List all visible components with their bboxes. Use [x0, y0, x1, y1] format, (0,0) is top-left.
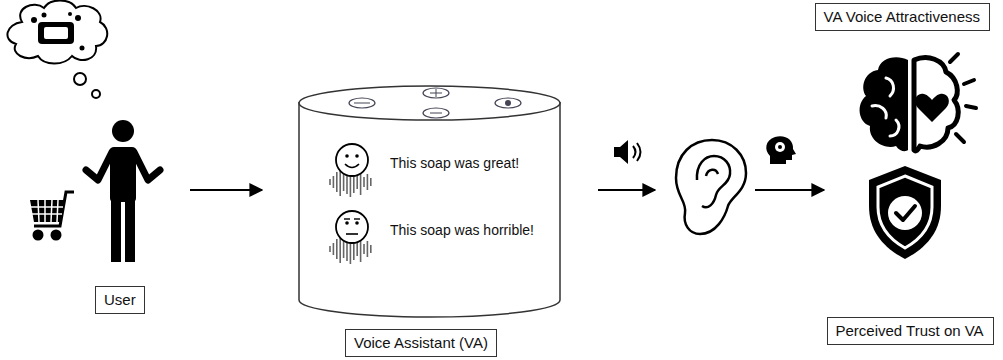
label-text: User — [104, 291, 136, 309]
label-text: Perceived Trust on VA — [836, 322, 984, 340]
user-label-box: User — [95, 286, 145, 314]
speaker-icon — [614, 140, 641, 164]
voice-assistant-device: This soap was great!This soap was horrib… — [298, 85, 561, 318]
shield-icon — [869, 166, 941, 259]
cart-icon — [30, 192, 74, 239]
soap-icon — [31, 12, 85, 51]
outcome-label-box: VA Voice Attractiveness — [815, 3, 990, 31]
label-text: Voice Assistant (VA) — [354, 334, 488, 352]
flow-arrow — [190, 189, 262, 191]
label-text: VA Voice Attractiveness — [824, 8, 980, 26]
flow-arrow — [598, 189, 655, 191]
speech-text: This soap was great! — [390, 153, 561, 220]
user-figure — [86, 120, 160, 262]
device-label-box: Voice Assistant (VA) — [345, 329, 497, 357]
ear-icon — [676, 140, 746, 234]
flow-arrow — [755, 189, 824, 191]
thinking-head-icon — [766, 136, 796, 164]
speech-text: This soap was horrible! — [390, 220, 561, 287]
brain-heart-icon — [860, 54, 976, 151]
cylinder-outline — [298, 85, 561, 318]
thought-cloud — [7, 1, 107, 99]
outcome-label-box: Perceived Trust on VA — [827, 317, 994, 345]
